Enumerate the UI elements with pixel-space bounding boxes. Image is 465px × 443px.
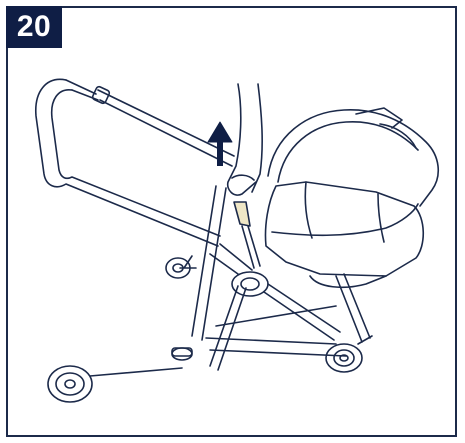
carrycot: [264, 107, 439, 289]
stroller-illustration: [35, 78, 439, 403]
hand: [226, 83, 263, 196]
instruction-frame: [6, 6, 457, 437]
rear-right-wheel: [325, 335, 373, 373]
front-right-wheel: [171, 347, 193, 361]
front-legs: [179, 185, 247, 371]
arrow-up-icon: [207, 121, 233, 166]
step-number-badge: 20: [6, 6, 62, 48]
front-left-wheel: [165, 257, 191, 279]
rear-left-wheel: [47, 365, 183, 403]
handlebar: [35, 78, 235, 247]
release-strap: [233, 201, 261, 269]
step-number: 20: [16, 10, 52, 43]
frame-hinge: [209, 243, 269, 297]
